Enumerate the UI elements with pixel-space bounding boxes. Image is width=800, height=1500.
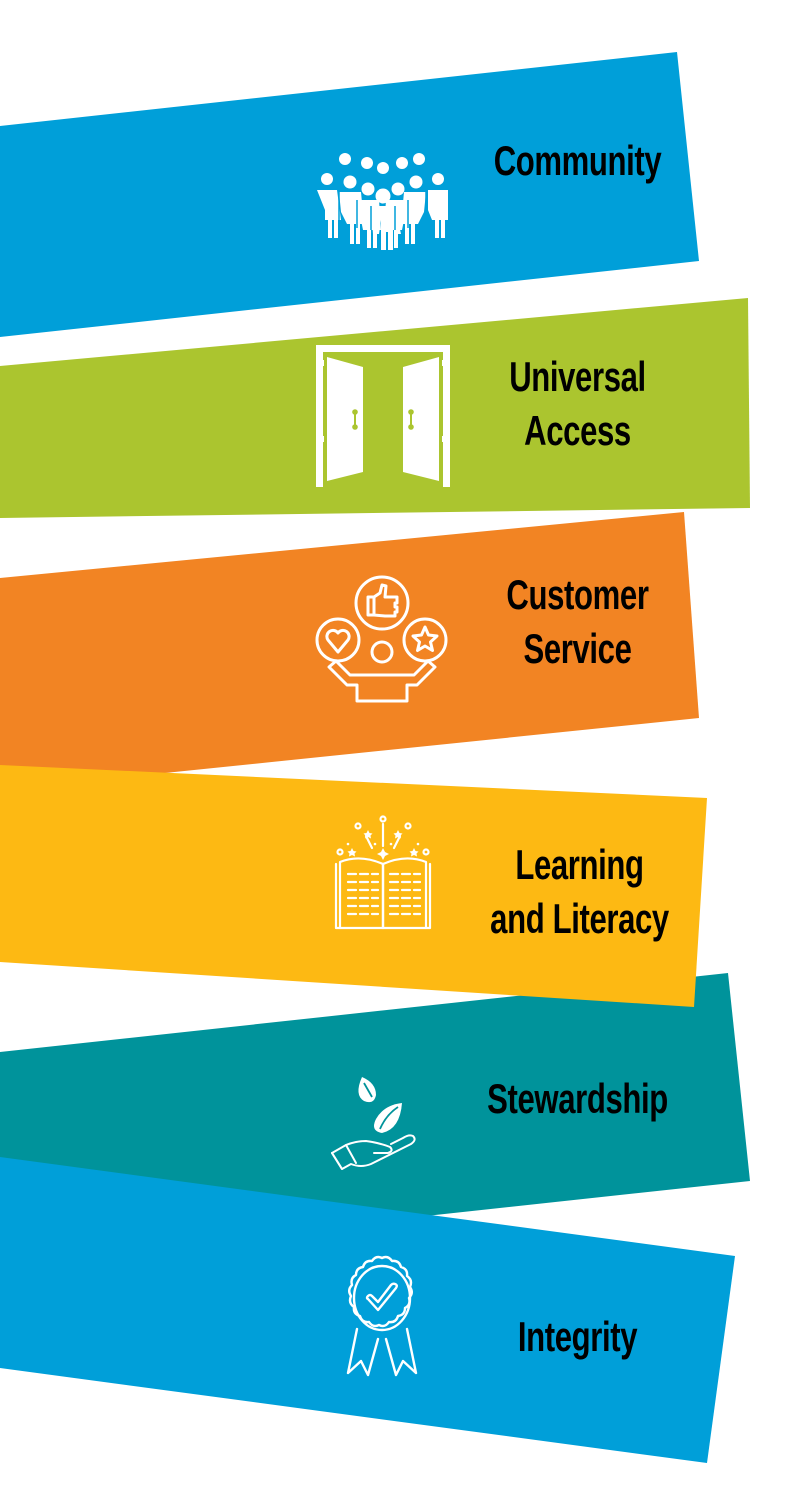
value-label-integrity: Integrity: [517, 1313, 638, 1360]
people-group-icon: [317, 153, 448, 250]
band-blue-bottom: [0, 1157, 735, 1463]
customer-service-icon: [315, 575, 448, 703]
open-doors-icon: [316, 345, 450, 487]
value-label-universal-access: Universal Access: [509, 353, 646, 454]
value-label-stewardship: Stewardship: [487, 1075, 668, 1122]
band-orange: [0, 512, 699, 790]
value-label-community: Community: [493, 137, 662, 184]
value-label-learning-and-literacy: Learning and Literacy: [490, 841, 669, 942]
band-yellow: [0, 765, 707, 1007]
hand-with-leaves-icon: [331, 1077, 416, 1170]
award-ribbon-icon: [346, 1255, 418, 1377]
open-book-icon: [334, 815, 432, 930]
value-label-customer-service: Customer Service: [506, 571, 649, 672]
band-green: [0, 298, 750, 518]
